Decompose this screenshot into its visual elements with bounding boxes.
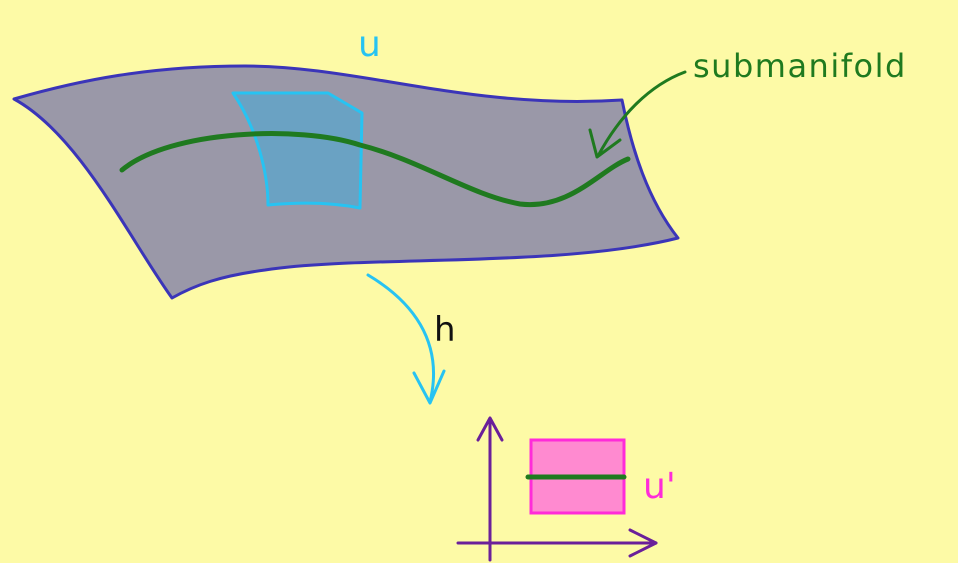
map-arrow-h (366, 273, 436, 404)
map-arrow-h-head (412, 369, 446, 405)
label-submanifold: submanifold (693, 47, 907, 85)
submanifold-pointer-arrowhead (588, 128, 622, 159)
label-u: u (358, 24, 381, 65)
label-h: h (434, 310, 456, 350)
chart-patch (231, 91, 364, 210)
y-axis-arrowhead (476, 416, 504, 442)
submanifold-pointer-arrow (596, 70, 687, 158)
label-u-prime: u' (643, 466, 676, 507)
submanifold-curve (119, 131, 631, 208)
x-axis-arrowhead (628, 528, 658, 558)
